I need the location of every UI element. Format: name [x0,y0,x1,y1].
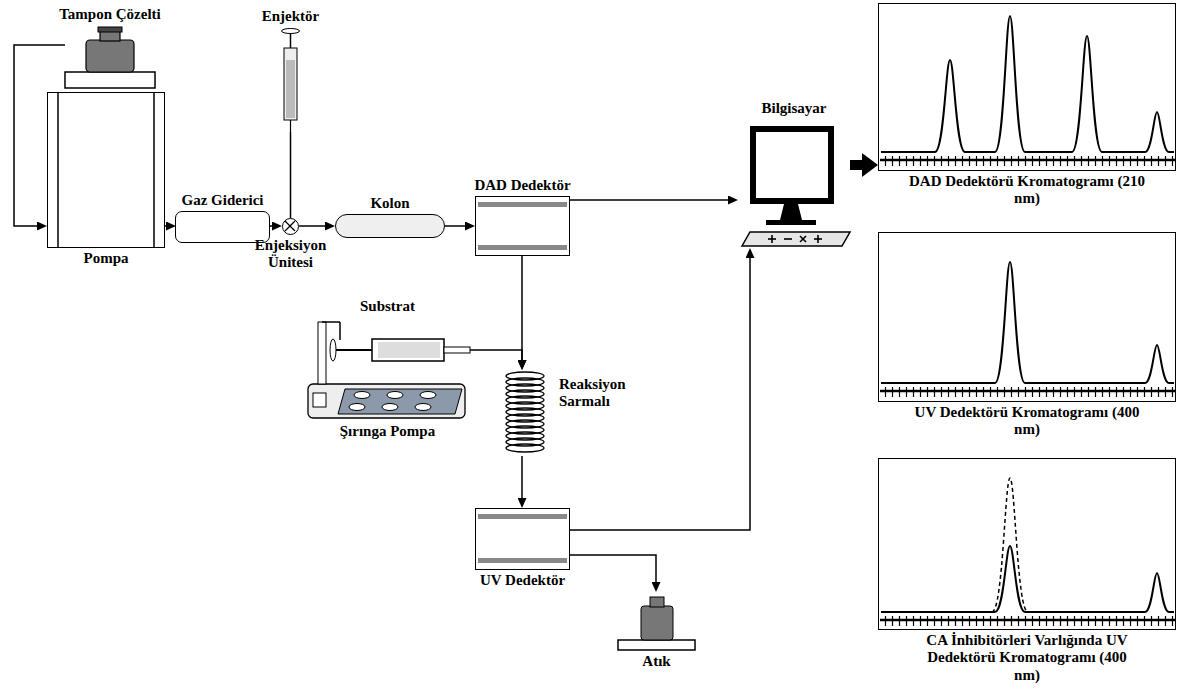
chromatogram-trace [880,16,1175,620]
node-label: UV Dedektör [480,572,565,589]
buffer-bottle [65,27,155,88]
flow-line [521,256,523,360]
node-label: Enjeksiyon Ünitesi [245,237,337,272]
uv-detector: UV Dedektör [475,508,570,570]
coil-turn [506,444,544,452]
node-label: Reaksiyon Sarmalı [559,376,659,411]
injector: Enjektör [283,28,298,132]
waste-bottle: Atık [618,592,695,650]
syringe-pump: SubstratŞırınga Pompa [305,318,470,420]
computer: Bilgisayar [738,120,850,248]
flow-line [290,132,292,218]
dad-detector: DAD Dedektör [475,196,570,256]
syringe-pump [308,322,470,418]
flow-line [14,45,65,226]
flow-line [270,225,272,227]
chromatogram-panel: CA İnhibitörleri Varlığında UV Dedektörü… [878,458,1176,630]
reaction-coil [506,372,544,452]
node-label: Gaz Giderici [181,192,263,209]
node-label: DAD Dedektör [474,177,570,194]
node-label: Pompa [84,250,129,267]
injection-valve: Enjeksiyon Ünitesi [282,218,299,235]
flow-line [445,225,465,227]
node-label: Bilgisayar [761,100,826,117]
flow-line [470,350,522,360]
injector-syringe [282,29,300,133]
valve-cross [285,221,295,231]
computer-icon [742,129,850,246]
flow-line [570,555,656,582]
node-label: CA İnhibitörleri Varlığında UV Dedektörü… [925,632,1130,684]
block-arrow [850,160,862,170]
node-label: Atık [642,653,670,670]
node-label: Substrat [360,298,415,315]
flow-line [165,225,166,227]
node-label: Tampon Çözelti [59,6,161,23]
node-label: Kolon [370,195,409,212]
waste-bottle [618,597,695,650]
flow-line [299,225,325,227]
column: Kolon [335,214,445,238]
pump-detail [58,92,154,248]
flow-line [570,199,728,201]
node-label: DAD Dedektörü Kromatogramı (210 nm) [907,173,1147,208]
buffer-reservoir: Tampon Çözelti [65,26,155,88]
flow-line [521,456,523,498]
reaction-coil: Reaksiyon Sarmalı [503,370,547,456]
chromatogram-panel: UV Dedektörü Kromatogramı (400 nm) [878,232,1176,402]
node-label: Şırınga Pompa [340,423,435,440]
node-label: Enjektör [262,8,320,25]
node-label: UV Dedektörü Kromatogramı (400 nm) [907,404,1147,439]
chromatogram-panel: DAD Dedektörü Kromatogramı (210 nm) [878,3,1176,171]
axis-ticks [881,156,1174,626]
pump-box: Pompa [47,92,165,248]
